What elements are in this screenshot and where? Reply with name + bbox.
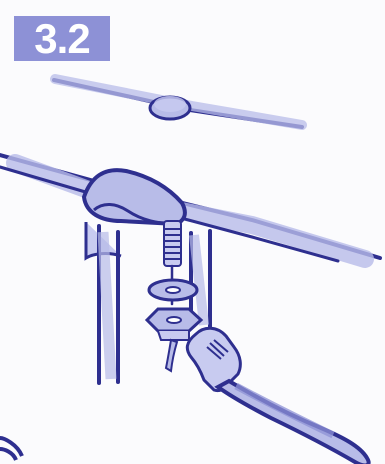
- adjustable-wrench: [166, 328, 369, 464]
- floor-edge: [0, 438, 22, 460]
- pivot-rod: [54, 79, 302, 127]
- rubber-washer: [149, 280, 197, 300]
